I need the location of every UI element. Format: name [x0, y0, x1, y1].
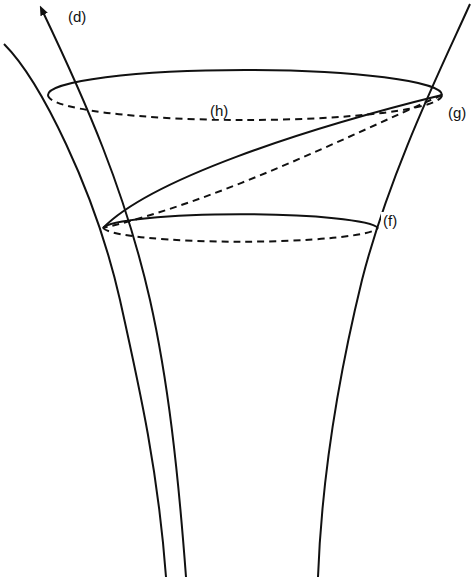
ring-front	[103, 228, 378, 242]
helix-path	[103, 95, 442, 228]
surface-profile	[318, 4, 470, 577]
point-label: (d)	[66, 8, 88, 25]
geodesic-line	[42, 10, 186, 577]
ring-front	[48, 95, 442, 120]
ring-back	[103, 214, 378, 228]
point-label: (f)	[381, 212, 399, 229]
ring-back	[48, 70, 442, 95]
point-label: (g)	[446, 104, 468, 121]
surface-profile	[4, 44, 166, 577]
point-label: (h)	[208, 102, 230, 119]
helix-path	[103, 95, 442, 228]
